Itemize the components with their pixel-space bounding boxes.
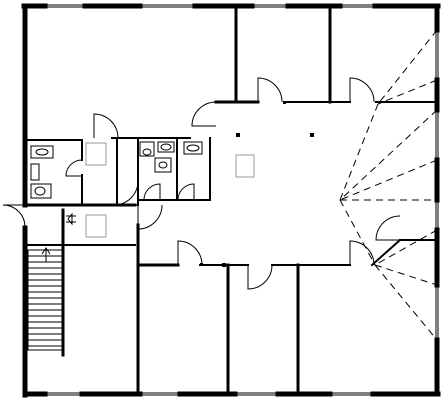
interior-walls xyxy=(22,4,438,396)
doors xyxy=(2,77,401,290)
stair xyxy=(27,247,63,351)
table xyxy=(85,214,107,238)
table xyxy=(235,154,255,178)
toilet-icon xyxy=(30,163,40,181)
column xyxy=(222,263,226,267)
door-swing xyxy=(375,215,401,241)
door-swing xyxy=(349,77,375,103)
door-swing xyxy=(177,183,195,201)
door-swing xyxy=(93,113,119,139)
door-swing xyxy=(257,77,283,103)
column xyxy=(236,133,240,137)
up-arrow-icon xyxy=(66,212,76,226)
entry-door-swing xyxy=(2,204,26,228)
door-swing xyxy=(349,240,375,266)
column xyxy=(283,101,286,104)
table xyxy=(85,142,107,166)
door-swing xyxy=(247,264,273,290)
tables xyxy=(85,142,255,238)
door-swing xyxy=(113,180,139,206)
column xyxy=(310,133,314,137)
structural-columns xyxy=(200,101,314,267)
projection-lines xyxy=(339,29,438,341)
door-swing xyxy=(177,240,203,266)
exterior-walls xyxy=(21,3,441,398)
door-swing xyxy=(191,101,217,127)
door-swing xyxy=(65,159,83,177)
sanitary-fixtures xyxy=(30,141,203,199)
door-swing xyxy=(137,204,163,230)
door-swing xyxy=(143,183,161,201)
